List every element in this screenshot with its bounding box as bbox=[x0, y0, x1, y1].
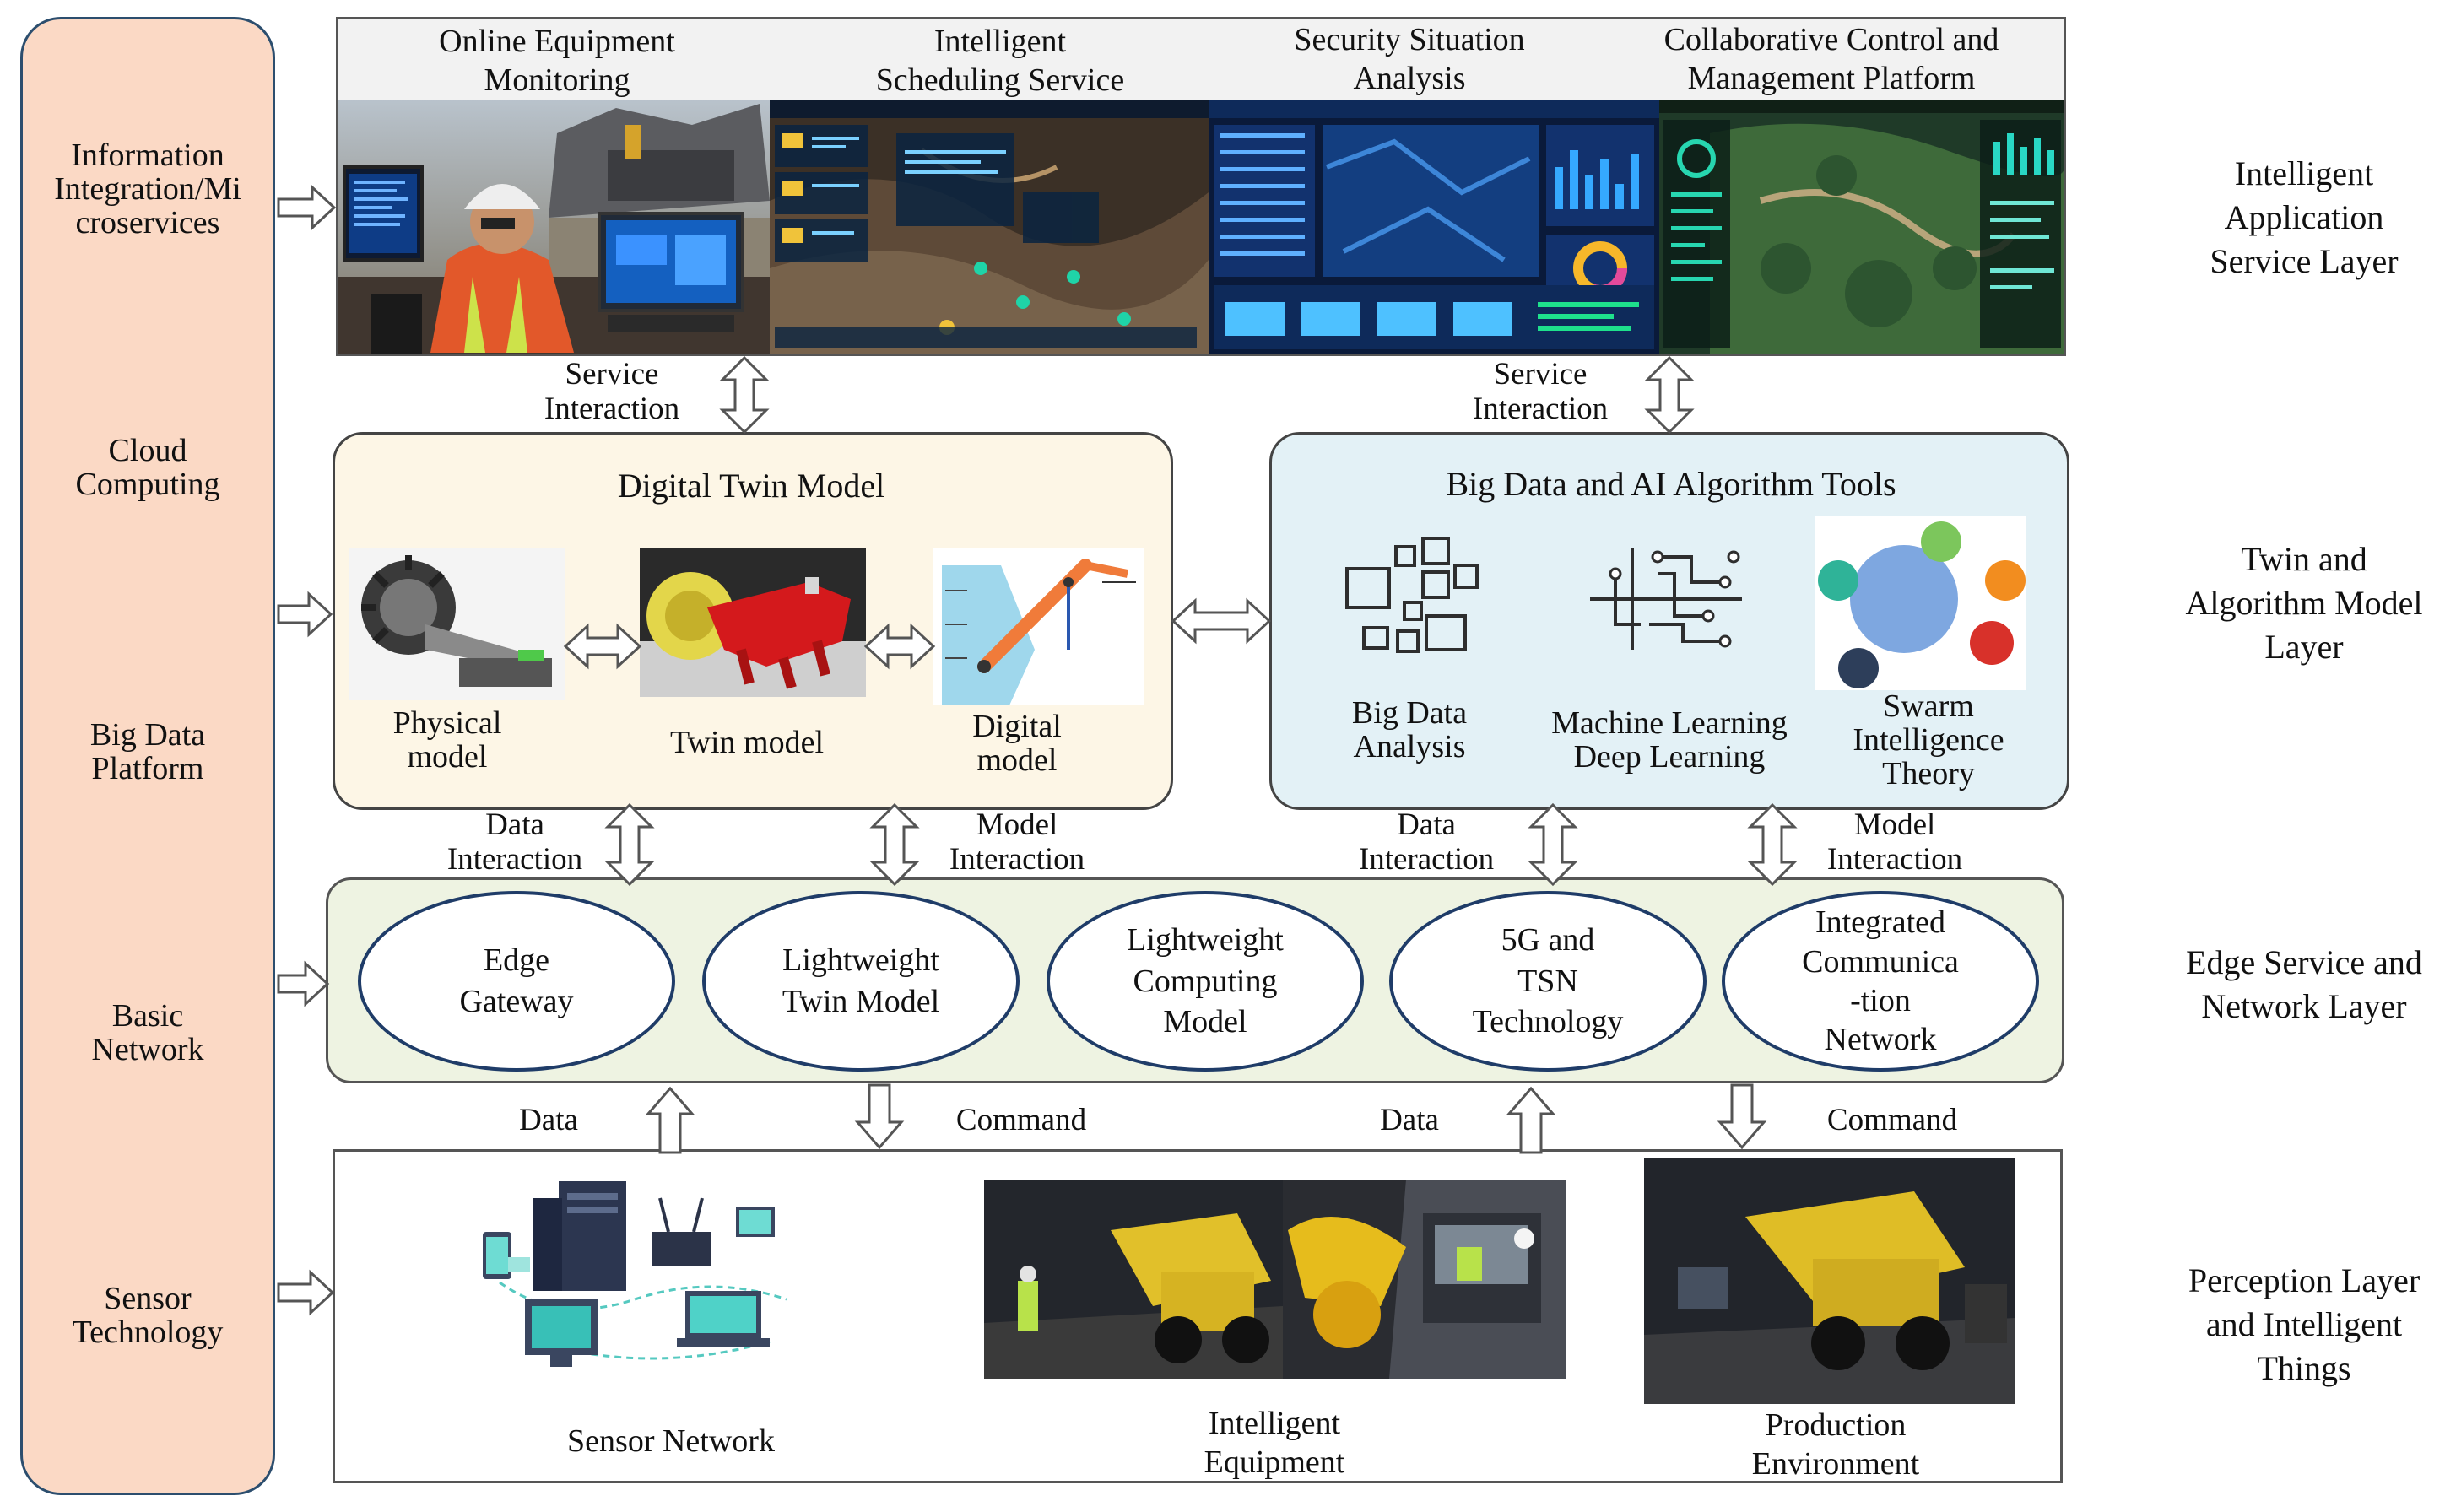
machine-learning-icon bbox=[1582, 540, 1750, 658]
twin-model-image bbox=[640, 548, 866, 697]
digital-twin-title: Digital Twin Model bbox=[617, 467, 885, 505]
arrow-model-interaction-right bbox=[1747, 802, 1798, 887]
flow-label-command-1: Command bbox=[955, 1103, 1087, 1137]
flow-label-data-1: Data bbox=[519, 1103, 578, 1137]
infrastructure-panel bbox=[20, 17, 275, 1495]
arrow-model-interaction-left bbox=[869, 802, 920, 887]
left-label-network: Basic Network bbox=[91, 998, 204, 1067]
scheduling-dashboard bbox=[770, 100, 1209, 354]
flow-label-data-2: Data bbox=[1380, 1103, 1439, 1137]
left-label-cloud: Cloud Computing bbox=[75, 433, 220, 502]
arrow-command-down-1 bbox=[854, 1083, 905, 1150]
arrow-data-interaction-left bbox=[604, 802, 655, 887]
arrow-data-interaction-right bbox=[1528, 802, 1578, 887]
intelligent-equipment-photo bbox=[984, 1180, 1566, 1379]
security-dashboard bbox=[1209, 100, 1659, 354]
arrow-service-left bbox=[719, 355, 770, 435]
digital-model-image bbox=[933, 548, 1144, 705]
monitoring-photo bbox=[338, 100, 770, 354]
arrow-command-down-2 bbox=[1717, 1083, 1767, 1150]
flow-label-command-2: Command bbox=[1826, 1103, 1958, 1137]
physical-model-image bbox=[349, 548, 565, 700]
swarm-intelligence-icon bbox=[1815, 516, 2026, 690]
arrow-service-right bbox=[1644, 355, 1695, 435]
arrow-twin-ai bbox=[1171, 597, 1272, 645]
big-data-icon bbox=[1342, 535, 1485, 662]
ai-tools-title: Big Data and AI Algorithm Tools bbox=[1446, 465, 1896, 503]
arrow-left-to-twin bbox=[277, 591, 333, 638]
arrow-left-to-application bbox=[277, 184, 337, 231]
left-label-sensor: Sensor Technology bbox=[72, 1281, 224, 1350]
arrow-data-up-1 bbox=[645, 1086, 695, 1154]
twin-model-label: Twin model bbox=[669, 725, 825, 760]
sensor-network-label: Sensor Network bbox=[567, 1423, 775, 1459]
left-label-bigdata: Big Data Platform bbox=[89, 717, 206, 786]
arrow-left-to-edge bbox=[277, 960, 330, 1007]
sensor-network-image bbox=[432, 1173, 871, 1384]
collaborative-dashboard bbox=[1659, 100, 2064, 354]
left-label-microservices: Information Integration/Mi croservices bbox=[54, 138, 241, 240]
production-environment-photo bbox=[1644, 1158, 2015, 1404]
arrow-data-up-2 bbox=[1506, 1086, 1556, 1154]
arrow-left-to-perception bbox=[277, 1269, 335, 1316]
